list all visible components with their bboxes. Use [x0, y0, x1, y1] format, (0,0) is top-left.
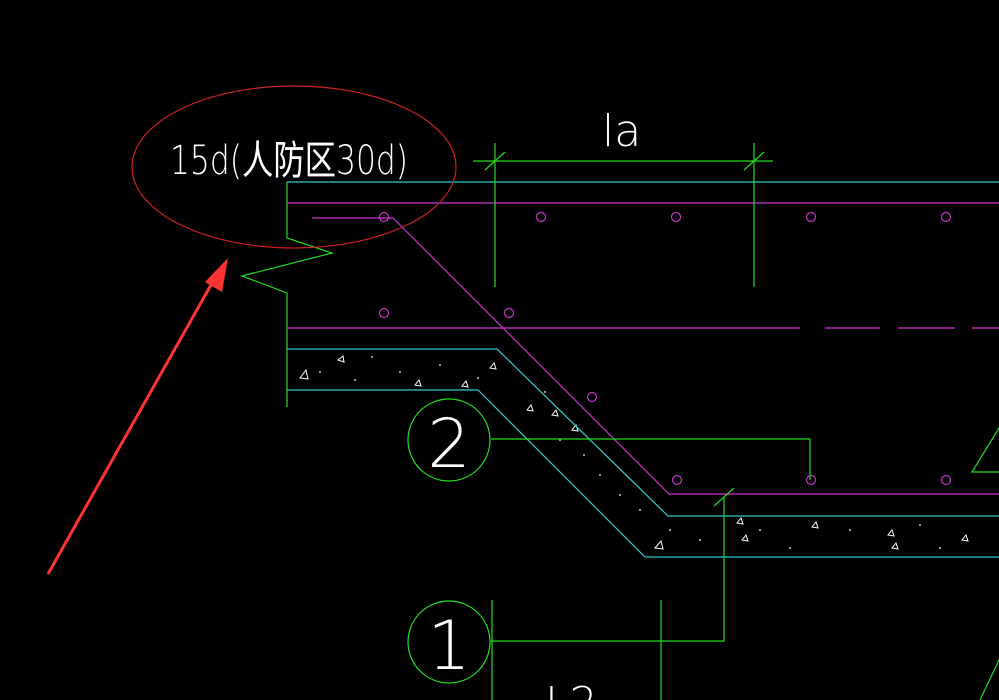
callout-1: 1	[407, 600, 491, 686]
red-arrow	[46, 258, 228, 575]
rebar-lines	[287, 202, 999, 495]
annotation-ellipse	[131, 85, 457, 249]
callout-2-number: 2	[427, 405, 470, 484]
callout-1-number: 1	[427, 607, 470, 686]
callout-2: 2	[407, 398, 491, 484]
concrete-hatch	[299, 355, 969, 550]
partial-bottom-label: L2	[545, 678, 598, 700]
annotation-text: 15d(人防区30d)	[170, 138, 408, 184]
concrete-outline	[287, 181, 999, 558]
construction-lines	[240, 143, 999, 700]
dimension-label-la: la	[602, 106, 641, 157]
rebar-section-dots	[378, 211, 952, 486]
concrete-hatch-dots	[319, 356, 941, 549]
